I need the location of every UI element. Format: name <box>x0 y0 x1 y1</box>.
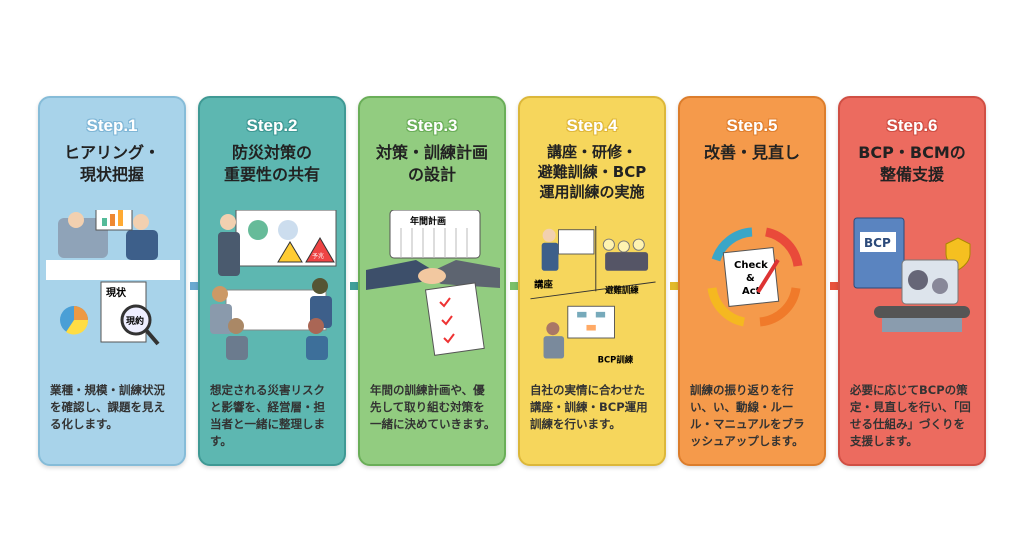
svg-text:講座: 講座 <box>534 279 553 291</box>
step-card-5: Step.5 改善・見直し Check & Act 訓練の振り返りを行い、い、動線・… <box>678 96 826 466</box>
step-title: 防災対策の 重要性の共有 <box>223 143 320 184</box>
step-number: Step.1 <box>86 116 138 135</box>
step-card-4: Step.4 講座・研修・ 避難訓練・BCP 運用訓練の実施 講座避難訓練 BCP… <box>518 96 666 466</box>
step-illustration: Check & Act <box>707 227 803 327</box>
step-description: 業種・規模・訓練状況を確認し、課題を見える化します。 <box>50 383 165 431</box>
step-illustration: 講座避難訓練 BCP訓練 <box>530 226 656 364</box>
svg-text:BCP訓練: BCP訓練 <box>598 354 634 364</box>
step-number: Step.4 <box>566 116 618 135</box>
svg-text:予兆: 予兆 <box>312 252 324 260</box>
step-card-6: Step.6 BCP・BCMの 整備支援 BCP 必要に応じてBCPの策定・見直… <box>838 96 986 466</box>
step-title: 講座・研修・ 避難訓練・BCP 運用訓練の実施 <box>537 143 647 201</box>
step-number: Step.2 <box>246 116 298 135</box>
step-card-3: Step.3 対策・訓練計画 の設計 年間計画 年間の訓練計画や、優先して取り組… <box>358 96 506 466</box>
label: 現状 <box>106 286 127 299</box>
step-illustration: 年間計画 <box>366 210 500 356</box>
step-title: ヒアリング・ 現状把握 <box>63 143 160 184</box>
step-card-1: Step.1 ヒアリング・ 現状把握 現状現約 業種・規模・訓練状況を確認し、課… <box>38 96 186 466</box>
svg-text:現約: 現約 <box>126 315 144 327</box>
svg-text:Check: Check <box>734 260 768 271</box>
step-illustration: BCP <box>853 217 971 332</box>
step-card-2: Step.2 防災対策の 重要性の共有 予兆 想定される災害リスクと影響を、経営… <box>198 96 346 466</box>
step-title: 改善・見直し <box>703 143 800 162</box>
step-description: 必要に応じてBCPの策定・見直しを行い、「回せる仕組み」づくりを支援します。 <box>850 383 971 448</box>
step-description: 自社の実情に合わせた講座・訓練・BCP運用訓練を行います。 <box>530 383 648 431</box>
svg-text:Act: Act <box>742 286 761 297</box>
step-description: 想定される災害リスクと影響を、経営層・担当者と一緒に整理します。 <box>210 383 325 448</box>
svg-text:年間計画: 年間計画 <box>410 215 446 227</box>
svg-text:避難訓練: 避難訓練 <box>605 285 639 295</box>
step-number: Step.6 <box>886 116 938 135</box>
step-number: Step.3 <box>406 116 458 135</box>
step-title: BCP・BCMの 整備支援 <box>858 143 966 184</box>
step-illustration: 予兆 <box>210 210 337 360</box>
step-number: Step.5 <box>726 116 778 135</box>
step-description: 訓練の振り返りを行い、い、動線・ルール・マニュアルをブラッシュアップします。 <box>690 383 805 448</box>
step-description: 年間の訓練計画や、優先して取り組む対策を一緒に決めていきます。 <box>370 383 496 431</box>
svg-text:&: & <box>746 273 755 284</box>
svg-text:BCP: BCP <box>864 236 891 250</box>
step-title: 対策・訓練計画 の設計 <box>375 143 488 184</box>
